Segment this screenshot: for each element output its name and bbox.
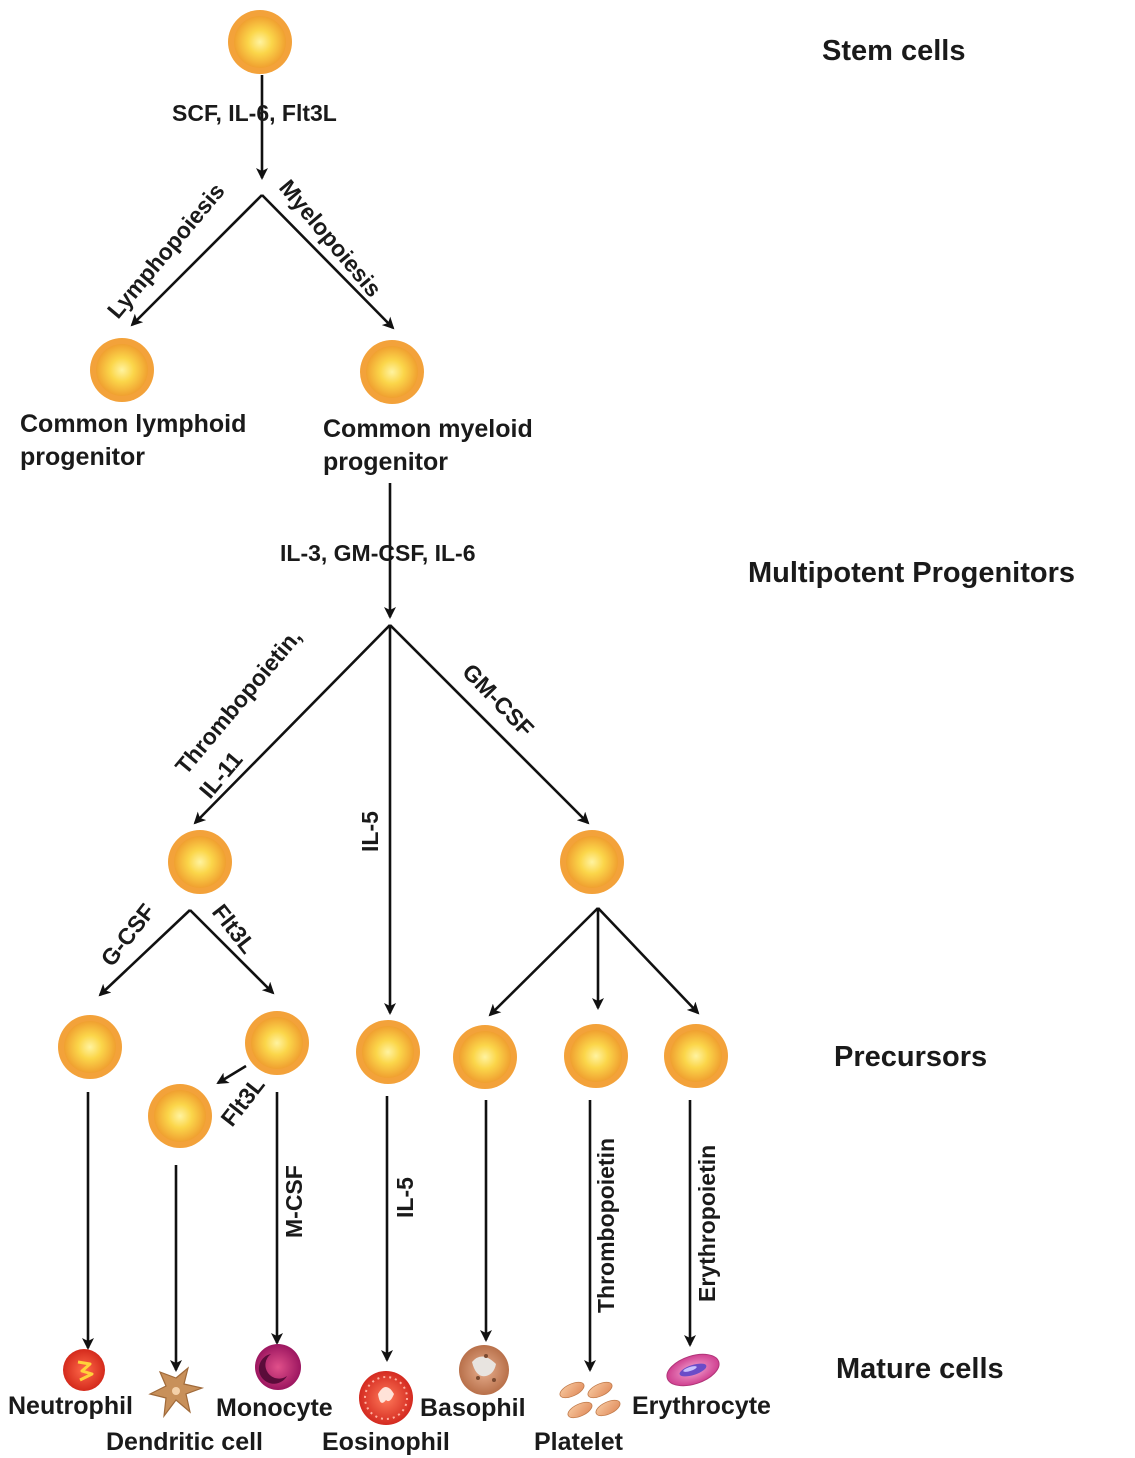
label-flt3l-a: Flt3L [207, 899, 261, 958]
arrow-mep-left [488, 907, 599, 1017]
label-monocyte: Monocyte [216, 1394, 333, 1422]
label-basophil: Basophil [420, 1394, 526, 1422]
label-lymphopoiesis: Lymphopoiesis [102, 178, 230, 323]
precursor-basophil [453, 1025, 517, 1089]
precursor-dendritic [148, 1084, 212, 1148]
erythrocyte-icon [666, 1353, 720, 1387]
edges [82, 75, 700, 1372]
platelet-icon [559, 1381, 621, 1419]
precursor-erythrocyte [664, 1024, 728, 1088]
label-scf-il6-flt3l: SCF, IL-6, Flt3L [172, 100, 337, 126]
arrow-to-clp [130, 194, 263, 327]
progenitor-cells [58, 10, 728, 1148]
arrow-to-mep [389, 624, 590, 825]
label-il5-low: IL-5 [392, 1177, 418, 1218]
precursor-neutrophil [58, 1015, 122, 1079]
label-clp-line1: Common lymphoid [20, 410, 246, 438]
label-gcsf: G-CSF [95, 899, 160, 971]
label-cmp-line2: progenitor [323, 448, 448, 476]
label-gmcsf: GM-CSF [457, 658, 539, 741]
label-dendritic-cell: Dendritic cell [106, 1428, 263, 1456]
label-mcsf: M-CSF [281, 1165, 307, 1238]
arrow-gcsf [98, 909, 191, 997]
label-platelet: Platelet [534, 1428, 624, 1456]
gmp-cell [168, 830, 232, 894]
precursor-monocyte [245, 1011, 309, 1075]
clp-cell [90, 338, 154, 402]
arrow-flt3l [189, 909, 275, 995]
arrow-to-gmp [193, 624, 391, 825]
mature-cell-icons [63, 1344, 720, 1425]
progenitor-labels: Common lymphoid progenitor Common myeloi… [20, 410, 533, 476]
label-clp-line2: progenitor [20, 443, 145, 471]
precursor-platelet [564, 1024, 628, 1088]
arrow-flt3l-dc [216, 1064, 247, 1085]
label-il3-gmcsf-il6: IL-3, GM-CSF, IL-6 [280, 540, 476, 566]
label-erythrocyte: Erythrocyte [632, 1392, 771, 1420]
label-myelopoiesis: Myelopoiesis [274, 175, 387, 302]
precursor-eosinophil [356, 1020, 420, 1084]
stage-mature-cells: Mature cells [836, 1353, 1004, 1385]
dendritic-cell-icon [148, 1366, 205, 1419]
stage-precursors: Precursors [834, 1041, 987, 1073]
stage-multipotent: Multipotent Progenitors [748, 557, 1075, 589]
label-il5-mid: IL-5 [357, 811, 383, 852]
mature-labels: Neutrophil Dendritic cell Monocyte Eosin… [8, 1392, 771, 1456]
arrow-mep-right [597, 907, 700, 1015]
arrow-to-cmp [261, 194, 395, 330]
label-eosinophil: Eosinophil [322, 1428, 450, 1456]
label-neutrophil: Neutrophil [8, 1392, 133, 1420]
neutrophil-icon [63, 1349, 105, 1391]
label-cmp-line1: Common myeloid [323, 415, 533, 443]
eosinophil-icon [359, 1371, 413, 1425]
stage-stem-cells: Stem cells [822, 35, 965, 67]
stage-labels: Stem cells Multipotent Progenitors Precu… [748, 35, 1075, 1385]
label-erythropoietin: Erythropoietin [694, 1145, 720, 1302]
basophil-icon [459, 1345, 509, 1395]
cmp-cell [360, 340, 424, 404]
monocyte-icon [255, 1344, 301, 1390]
label-thrombopoietin-low: Thrombopoietin [593, 1138, 619, 1313]
stem-cell [228, 10, 292, 74]
mep-cell [560, 830, 624, 894]
